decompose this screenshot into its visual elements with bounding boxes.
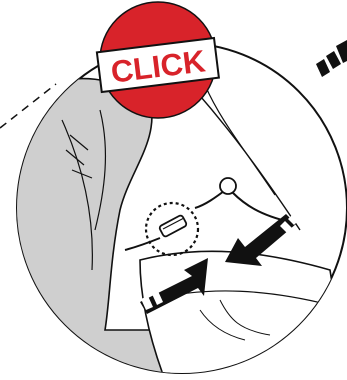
cable-ring (220, 178, 236, 194)
seat-cushion (140, 251, 347, 380)
dashed-arrow-icon (316, 40, 347, 77)
